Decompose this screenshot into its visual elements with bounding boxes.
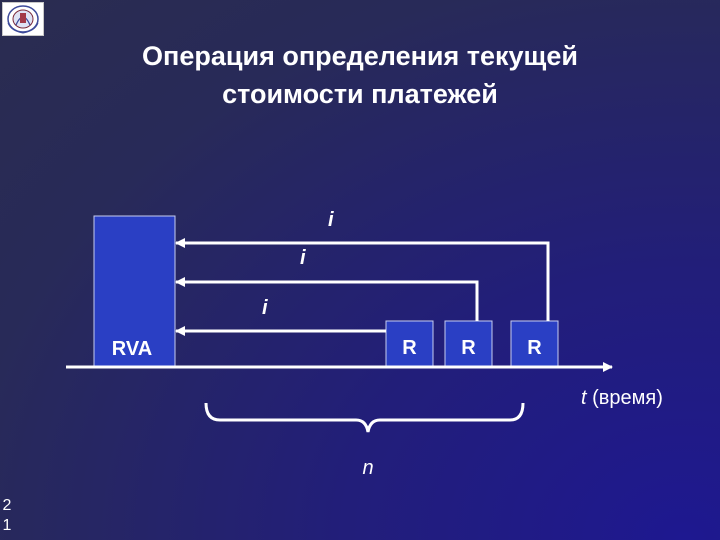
title-line-2: стоимости платежей xyxy=(222,79,498,109)
rate-label: i xyxy=(300,247,306,269)
payment-box: R xyxy=(385,320,434,367)
time-variable: t xyxy=(581,387,588,409)
university-emblem-icon xyxy=(2,2,44,36)
payment-label: R xyxy=(527,337,542,359)
payment-label: R xyxy=(402,337,417,359)
rva-label: RVA xyxy=(112,338,152,360)
discount-arrow-2 xyxy=(175,277,479,321)
page-title: Операция определения текущей стоимости п… xyxy=(60,37,660,113)
payment-box: R xyxy=(510,320,559,367)
rate-label: i xyxy=(328,209,334,231)
page-number: 21 xyxy=(2,497,12,534)
rate-label: i xyxy=(262,297,268,319)
discount-arrow-3 xyxy=(175,238,550,321)
period-brace xyxy=(204,402,525,433)
time-unit-text: (время) xyxy=(587,387,663,409)
periods-label: n xyxy=(362,457,373,479)
payment-box: R xyxy=(444,320,493,367)
payment-label: R xyxy=(461,337,476,359)
title-line-1: Операция определения текущей xyxy=(142,41,578,71)
rva-box: RVA xyxy=(93,215,176,368)
time-axis-label: t (время) xyxy=(581,387,663,409)
